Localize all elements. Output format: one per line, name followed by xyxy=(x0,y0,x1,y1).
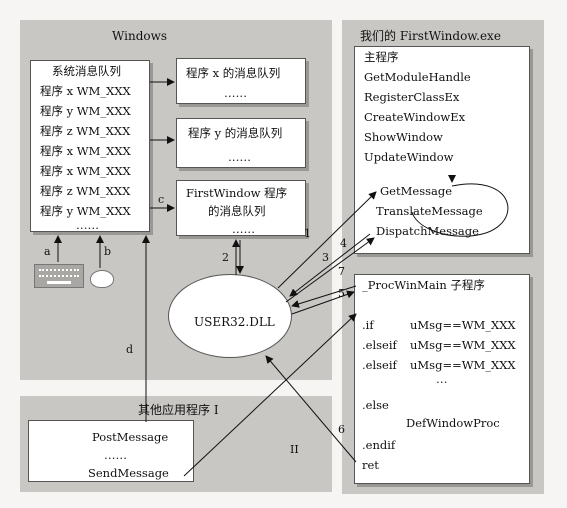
label-5: 5 xyxy=(338,287,345,300)
label-b: b xyxy=(104,245,112,258)
main-program-title: 主程序 xyxy=(364,50,399,64)
label-1: 1 xyxy=(304,227,311,240)
dispatch-message: DispatchMessage xyxy=(376,224,479,238)
user32-dll xyxy=(168,274,292,358)
user32-label: USER32.DLL xyxy=(194,315,275,329)
post-message: PostMessage xyxy=(92,430,169,444)
system-queue-row: 程序 x WM_XXX xyxy=(40,84,131,98)
other-app-box xyxy=(28,420,194,482)
system-message-queue xyxy=(30,60,150,232)
proc-elseif: .elseif xyxy=(362,358,397,372)
translate-message: TranslateMessage xyxy=(376,204,483,218)
queue-firstwindow-ellipsis: …… xyxy=(232,222,255,236)
system-queue-row: 程序 x WM_XXX xyxy=(40,164,131,178)
label-7: 7 xyxy=(338,265,345,278)
system-queue-row: 程序 x WM_XXX xyxy=(40,144,131,158)
queue-x-label: 程序 x 的消息队列 xyxy=(186,66,281,80)
main-item: CreateWindowEx xyxy=(364,110,466,124)
send-message: SendMessage xyxy=(88,466,169,480)
label-c: c xyxy=(158,193,165,206)
other-app-ellipsis: …… xyxy=(104,448,127,462)
label-6: 6 xyxy=(338,423,345,436)
queue-firstwindow xyxy=(176,180,306,236)
label-d: d xyxy=(126,343,134,356)
windows-title: Windows xyxy=(112,29,168,43)
proc-if-cond: uMsg==WM_XXX xyxy=(410,318,516,332)
proc-if: .if xyxy=(362,318,374,332)
proc-elseif-cond: uMsg==WM_XXX xyxy=(410,338,516,352)
proc-else: .else xyxy=(362,398,389,412)
main-item: GetModuleHandle xyxy=(364,70,471,84)
firstwindow-title: 我们的 FirstWindow.exe xyxy=(360,29,501,43)
label-3: 3 xyxy=(322,251,329,264)
proc-ellipsis: … xyxy=(436,372,448,386)
proc-title: _ProcWinMain 子程序 xyxy=(362,278,485,292)
queue-y-ellipsis: …… xyxy=(228,150,251,164)
label-a: a xyxy=(44,245,51,258)
mouse-icon xyxy=(90,270,114,288)
queue-x-ellipsis: …… xyxy=(224,86,247,100)
label-4: 4 xyxy=(340,237,347,250)
system-queue-row: 程序 y WM_XXX xyxy=(40,204,131,218)
queue-firstwindow-line2: 的消息队列 xyxy=(208,204,266,218)
keyboard-icon xyxy=(34,264,84,288)
queue-y-label: 程序 y 的消息队列 xyxy=(188,126,283,140)
queue-y xyxy=(176,118,306,168)
system-queue-ellipsis: …… xyxy=(76,218,99,232)
proc-ret: ret xyxy=(362,458,379,472)
label-II: II xyxy=(290,443,299,456)
other-app-title: 其他应用程序 I xyxy=(138,403,219,417)
main-item: ShowWindow xyxy=(364,130,443,144)
queue-firstwindow-line1: FirstWindow 程序 xyxy=(186,186,288,200)
main-item: UpdateWindow xyxy=(364,150,454,164)
main-item: RegisterClassEx xyxy=(364,90,460,104)
main-program-box xyxy=(354,46,530,254)
proc-elseif: .elseif xyxy=(362,338,397,352)
system-queue-row: 程序 y WM_XXX xyxy=(40,104,131,118)
proc-winmain-box xyxy=(354,274,530,484)
system-queue-row: 程序 z WM_XXX xyxy=(40,124,131,138)
label-2: 2 xyxy=(222,251,229,264)
def-window-proc: DefWindowProc xyxy=(406,416,500,430)
system-queue-title: 系统消息队列 xyxy=(52,64,121,78)
system-queue-row: 程序 z WM_XXX xyxy=(40,184,131,198)
proc-endif: .endif xyxy=(362,438,396,452)
queue-x xyxy=(176,58,306,104)
get-message: GetMessage xyxy=(380,184,453,198)
proc-elseif-cond: uMsg==WM_XXX xyxy=(410,358,516,372)
